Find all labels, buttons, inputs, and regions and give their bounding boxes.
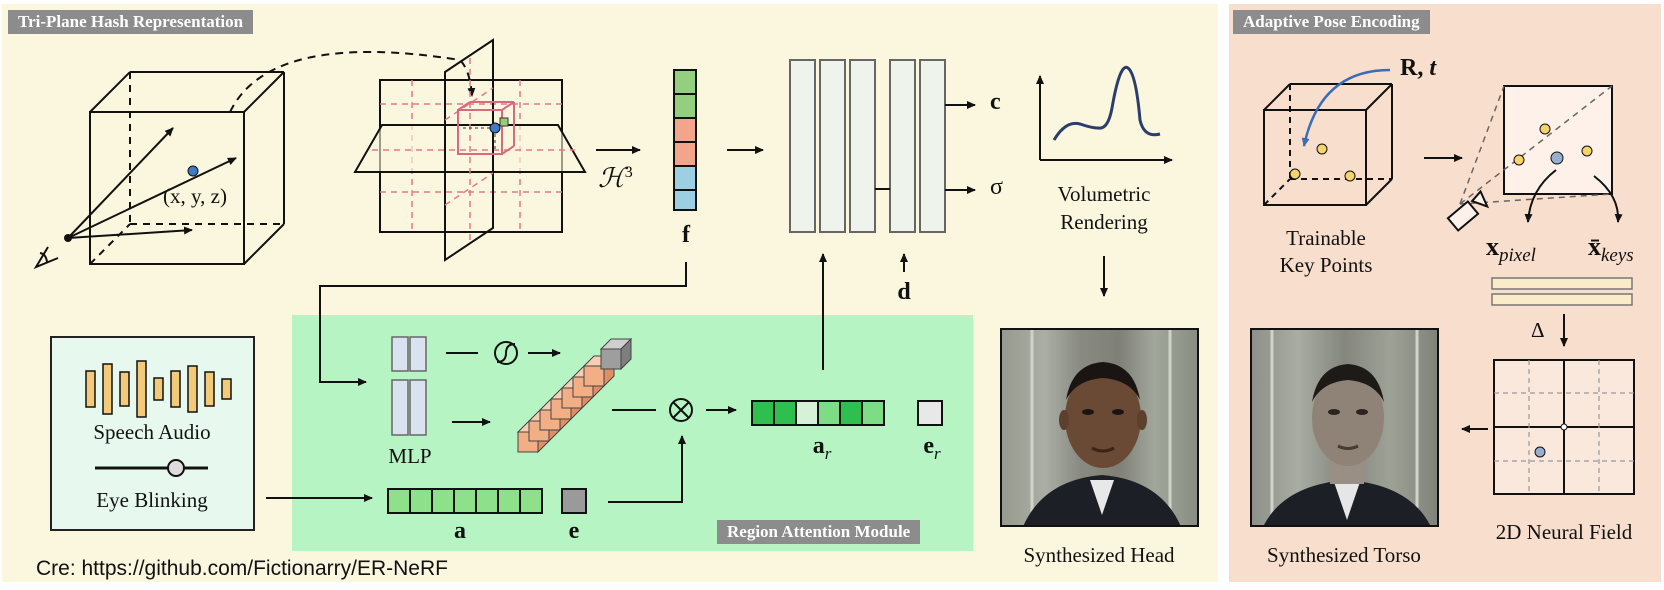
synthesized-head-label: Synthesized Head <box>1023 543 1175 567</box>
attention-mlp <box>391 336 427 436</box>
rotation-translation-label: R, t <box>1400 55 1437 81</box>
rt-arrow <box>1301 68 1391 147</box>
e-label: e <box>568 518 580 544</box>
e-vector <box>561 488 587 514</box>
multiply-icon <box>669 398 693 422</box>
feature-label: f <box>682 222 690 248</box>
to-xpixel-arrow <box>1524 169 1557 223</box>
direction-label: d <box>897 279 911 305</box>
attention-cube-chain <box>516 337 633 454</box>
audio-waveform-icon <box>85 360 232 418</box>
cube-face-side <box>620 337 632 371</box>
nerf-mlp <box>789 59 946 233</box>
camera-icon <box>1446 189 1490 232</box>
eye-blinking-label: Eye Blinking <box>96 488 208 512</box>
projection-curve <box>229 51 476 113</box>
feature-vector <box>673 69 697 211</box>
camera-rays <box>64 127 237 242</box>
density-label: σ <box>990 174 1003 200</box>
tri-plane-title: Tri-Plane Hash Representation <box>8 10 254 34</box>
coordinate-label: (x, y, z) <box>163 184 227 208</box>
pose-encoding-title: Adaptive Pose Encoding <box>1233 10 1430 34</box>
pose-encoding-bars <box>1491 277 1633 306</box>
synthesized-torso-label: Synthesized Torso <box>1267 543 1421 567</box>
x-keys-label: x̄keys <box>1588 232 1634 267</box>
trainable-label-line1: Trainable <box>1286 226 1366 250</box>
credit-text: Cre: https://github.com/Fictionarry/ER-N… <box>36 557 448 580</box>
camera-projection <box>1459 85 1613 205</box>
feature-to-attention-line <box>319 262 687 386</box>
neural-field-label: 2D Neural Field <box>1495 520 1633 544</box>
sigmoid-icon <box>494 341 518 365</box>
volumetric-label-line2: Rendering <box>1060 210 1148 234</box>
neural-field-grid <box>1493 359 1635 495</box>
eye-icon <box>33 246 59 270</box>
key-points <box>1289 143 1356 182</box>
a-to-product-line <box>608 435 686 503</box>
eye-blink-slider-icon <box>95 459 208 477</box>
a-label: a <box>454 518 466 544</box>
to-xkeys-arrow <box>1593 175 1623 223</box>
torso-portrait-icon <box>1264 330 1430 525</box>
er-label: er <box>923 433 941 463</box>
cube-face-front <box>600 348 622 370</box>
keypoint-cube <box>1263 83 1393 206</box>
mlp-label: MLP <box>388 444 432 468</box>
synthesized-head-image <box>1000 328 1199 527</box>
color-label: c <box>990 89 1001 115</box>
volumetric-label-line1: Volumetric <box>1057 182 1151 206</box>
a-vector <box>387 488 543 514</box>
speech-audio-label: Speech Audio <box>93 420 211 444</box>
hash-label: ℋ3 <box>598 163 633 193</box>
synthesized-torso-image <box>1250 328 1439 527</box>
delta-label: Δ <box>1531 318 1545 342</box>
ar-vector <box>751 400 885 426</box>
ar-label: ar <box>812 433 832 463</box>
rendering-plot <box>1036 65 1173 164</box>
region-attention-title: Region Attention Module <box>717 520 921 544</box>
scene-cube <box>89 71 285 265</box>
audio-blink-box <box>50 336 255 531</box>
x-pixel-label: xpixel <box>1486 232 1536 267</box>
er-vector <box>917 400 943 426</box>
trainable-label-line2: Key Points <box>1279 253 1373 277</box>
head-portrait-icon <box>1002 330 1197 525</box>
tri-plane <box>353 38 587 262</box>
